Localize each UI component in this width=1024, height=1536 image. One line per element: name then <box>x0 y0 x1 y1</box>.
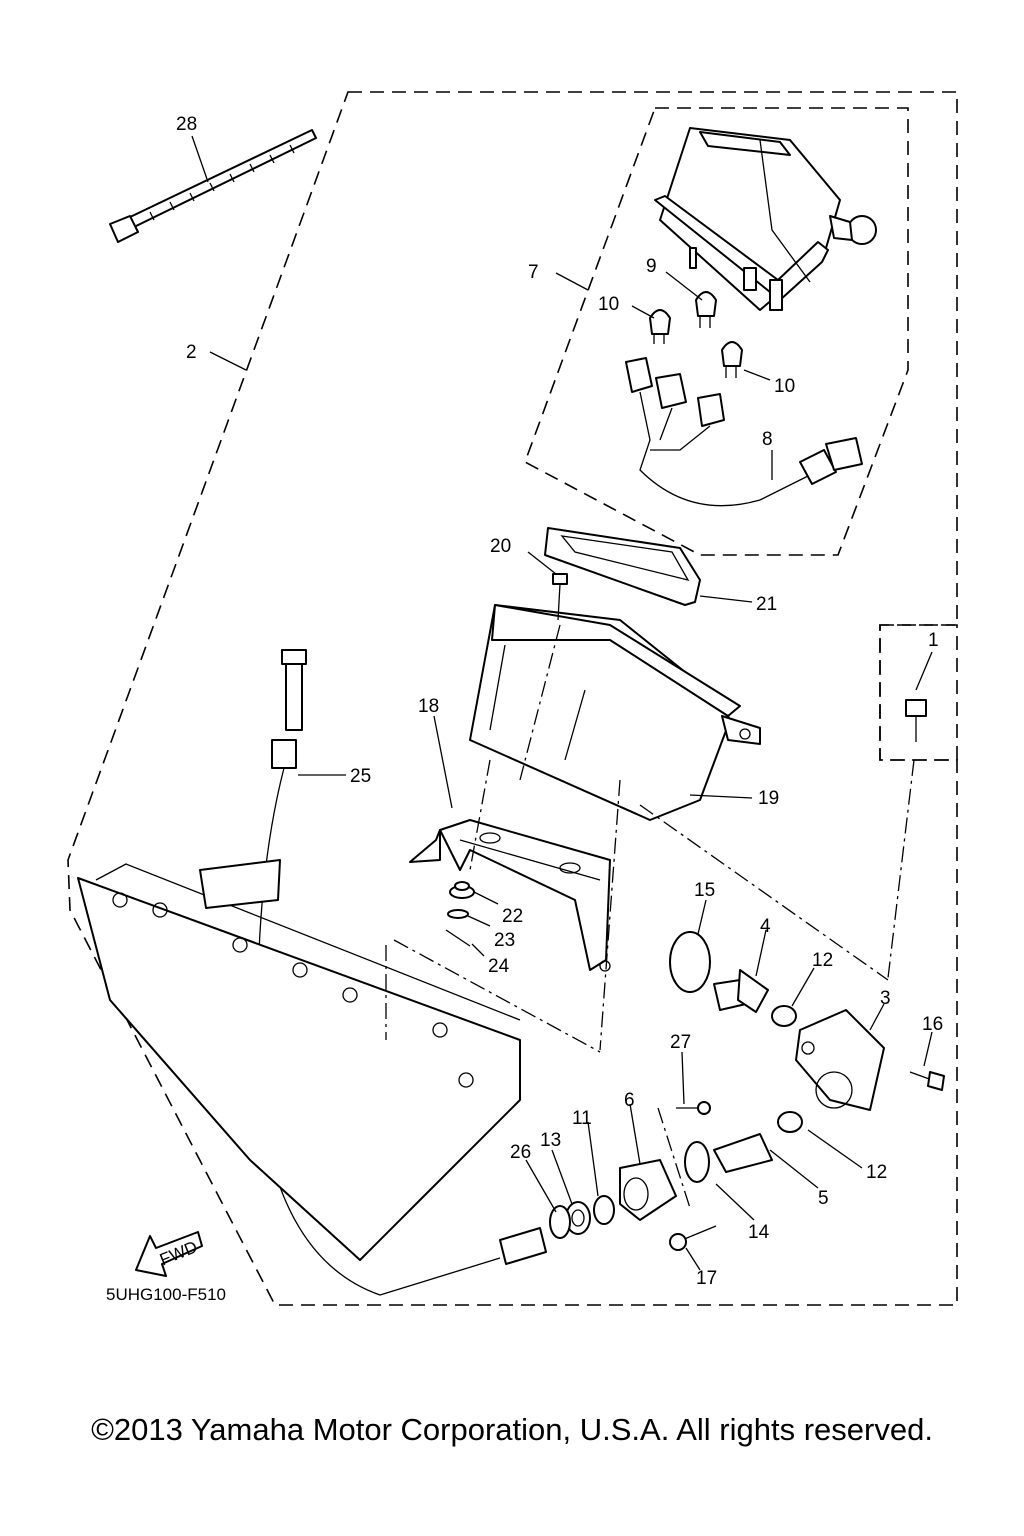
cable-tie-part <box>109 129 317 243</box>
diagram-code: 5UHG100-F510 <box>106 1285 226 1304</box>
o-ring-14-part <box>684 1141 710 1183</box>
gear-4-part <box>713 969 769 1013</box>
callout-12a: 12 <box>812 950 833 971</box>
callout-21: 21 <box>756 594 777 615</box>
frame-part <box>77 859 521 1261</box>
callout-12b: 12 <box>866 1162 887 1183</box>
wire-harness-part <box>625 357 863 507</box>
callout-7: 7 <box>528 262 539 283</box>
callout-10a: 10 <box>598 294 619 315</box>
gear-5-part <box>713 1133 773 1173</box>
meter-housing-part <box>469 604 761 821</box>
callout-4: 4 <box>760 916 771 937</box>
screw-27-part <box>676 1101 711 1115</box>
washer-11-part <box>593 1195 615 1225</box>
callout-15: 15 <box>694 880 715 901</box>
clamp-6-part <box>619 1159 677 1221</box>
copyright-notice: ©2013 Yamaha Motor Corporation, U.S.A. A… <box>91 1412 933 1447</box>
callout-25: 25 <box>350 766 371 787</box>
bushing-12a-part <box>771 1005 797 1027</box>
assembly-outline-1 <box>879 624 958 761</box>
callout-19: 19 <box>758 788 779 809</box>
callout-6: 6 <box>624 1090 635 1111</box>
centre-lines <box>385 624 915 1209</box>
assembly-outline-7 <box>524 107 909 556</box>
callout-16: 16 <box>922 1014 943 1035</box>
bolt-16-part <box>909 1071 945 1091</box>
cable-end-part <box>499 1227 547 1265</box>
callout-13: 13 <box>540 1130 561 1151</box>
forward-arrow-label: FWD <box>157 1237 200 1269</box>
callout-9: 9 <box>646 256 657 277</box>
nut-part <box>445 929 471 947</box>
callout-5: 5 <box>818 1188 829 1209</box>
cover-frame-part <box>544 527 701 606</box>
callout-3: 3 <box>880 988 891 1009</box>
callout-8: 8 <box>762 429 773 450</box>
callout-24: 24 <box>488 956 510 977</box>
cable-part <box>257 649 501 1296</box>
callout-28: 28 <box>176 114 197 135</box>
callout-10b: 10 <box>774 376 795 397</box>
gear-housing-part <box>795 1009 885 1111</box>
callout-22: 22 <box>502 906 523 927</box>
screw-17-part <box>669 1225 717 1251</box>
callout-17: 17 <box>696 1268 717 1289</box>
callout-14: 14 <box>748 1222 770 1243</box>
bracket-part <box>409 819 611 972</box>
callout-20: 20 <box>490 536 511 557</box>
o-ring-15-part <box>669 931 711 993</box>
seal-13-part <box>565 1201 591 1235</box>
washer-part <box>447 909 469 919</box>
callout-27: 27 <box>670 1032 691 1053</box>
bolt-1-part <box>905 699 927 742</box>
callout-2: 2 <box>186 342 197 363</box>
callout-26: 26 <box>510 1142 531 1163</box>
forward-arrow: FWD <box>135 1231 203 1277</box>
callout-23: 23 <box>494 930 515 951</box>
callouts: 28 2 7 9 10 10 8 20 21 1 18 25 19 15 22 … <box>176 114 943 1289</box>
callout-18: 18 <box>418 696 439 717</box>
callout-1: 1 <box>928 630 939 651</box>
grommet-part <box>449 881 475 899</box>
bulb-10a-part <box>649 309 671 344</box>
o-ring-26-part <box>549 1205 571 1239</box>
bushing-12b-part <box>777 1111 803 1133</box>
bulb-9-part <box>695 291 717 328</box>
meter-assembly-part <box>654 127 877 311</box>
screw-20-part <box>552 573 568 621</box>
callout-11: 11 <box>572 1108 592 1129</box>
bulb-10b-part <box>721 341 743 378</box>
leader-lines <box>191 135 933 1271</box>
